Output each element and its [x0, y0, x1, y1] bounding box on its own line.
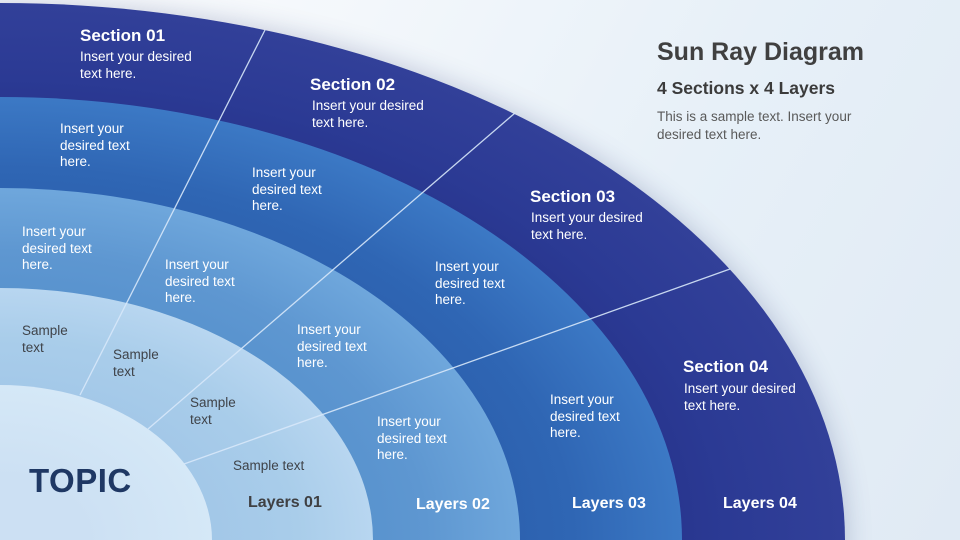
- divider-line-1: [79, 29, 266, 396]
- divider-line-3: [183, 268, 731, 465]
- layer-label-04: Layers 04: [723, 495, 797, 512]
- ring2-text-1: Insert your desired text here.: [22, 224, 92, 272]
- section-01-body: Insert your desired text here.: [80, 49, 192, 81]
- ring2-text-4: Insert your desired text here.: [377, 414, 447, 462]
- section-04-title: Section 04: [683, 357, 769, 376]
- ring3-text-2: Insert your desired text here.: [252, 165, 322, 213]
- page-description: This is a sample text. Insert your desir…: [657, 109, 852, 142]
- layer-label-02: Layers 02: [416, 496, 490, 513]
- page-title: Sun Ray Diagram: [657, 38, 865, 66]
- ring2-text-3: Insert your desired text here.: [297, 322, 367, 370]
- sample-text-3: Sample text: [190, 395, 236, 427]
- ring3-text-1: Insert your desired text here.: [60, 121, 130, 169]
- topic-label: TOPIC: [29, 462, 132, 499]
- ring3-text-3: Insert your desired text here.: [435, 259, 505, 307]
- section-03-body: Insert your desired text here.: [531, 210, 643, 242]
- section-02-title: Section 02: [310, 75, 396, 94]
- ring2-text-2: Insert your desired text here.: [165, 257, 235, 305]
- page-subtitle: 4 Sections x 4 Layers: [657, 78, 836, 98]
- layer-label-03: Layers 03: [572, 495, 646, 512]
- sample-text-1: Sample text: [22, 323, 68, 355]
- sample-text-2: Sample text: [113, 347, 159, 379]
- divider-line-2: [147, 112, 516, 430]
- section-04-body: Insert your desired text here.: [684, 381, 796, 413]
- section-01-title: Section 01: [80, 26, 166, 45]
- section-02-body: Insert your desired text here.: [312, 98, 424, 130]
- section-03-title: Section 03: [530, 187, 616, 206]
- ring3-text-4: Insert your desired text here.: [550, 392, 620, 440]
- layer-label-01: Layers 01: [248, 494, 322, 511]
- sample-text-4: Sample text: [233, 458, 305, 473]
